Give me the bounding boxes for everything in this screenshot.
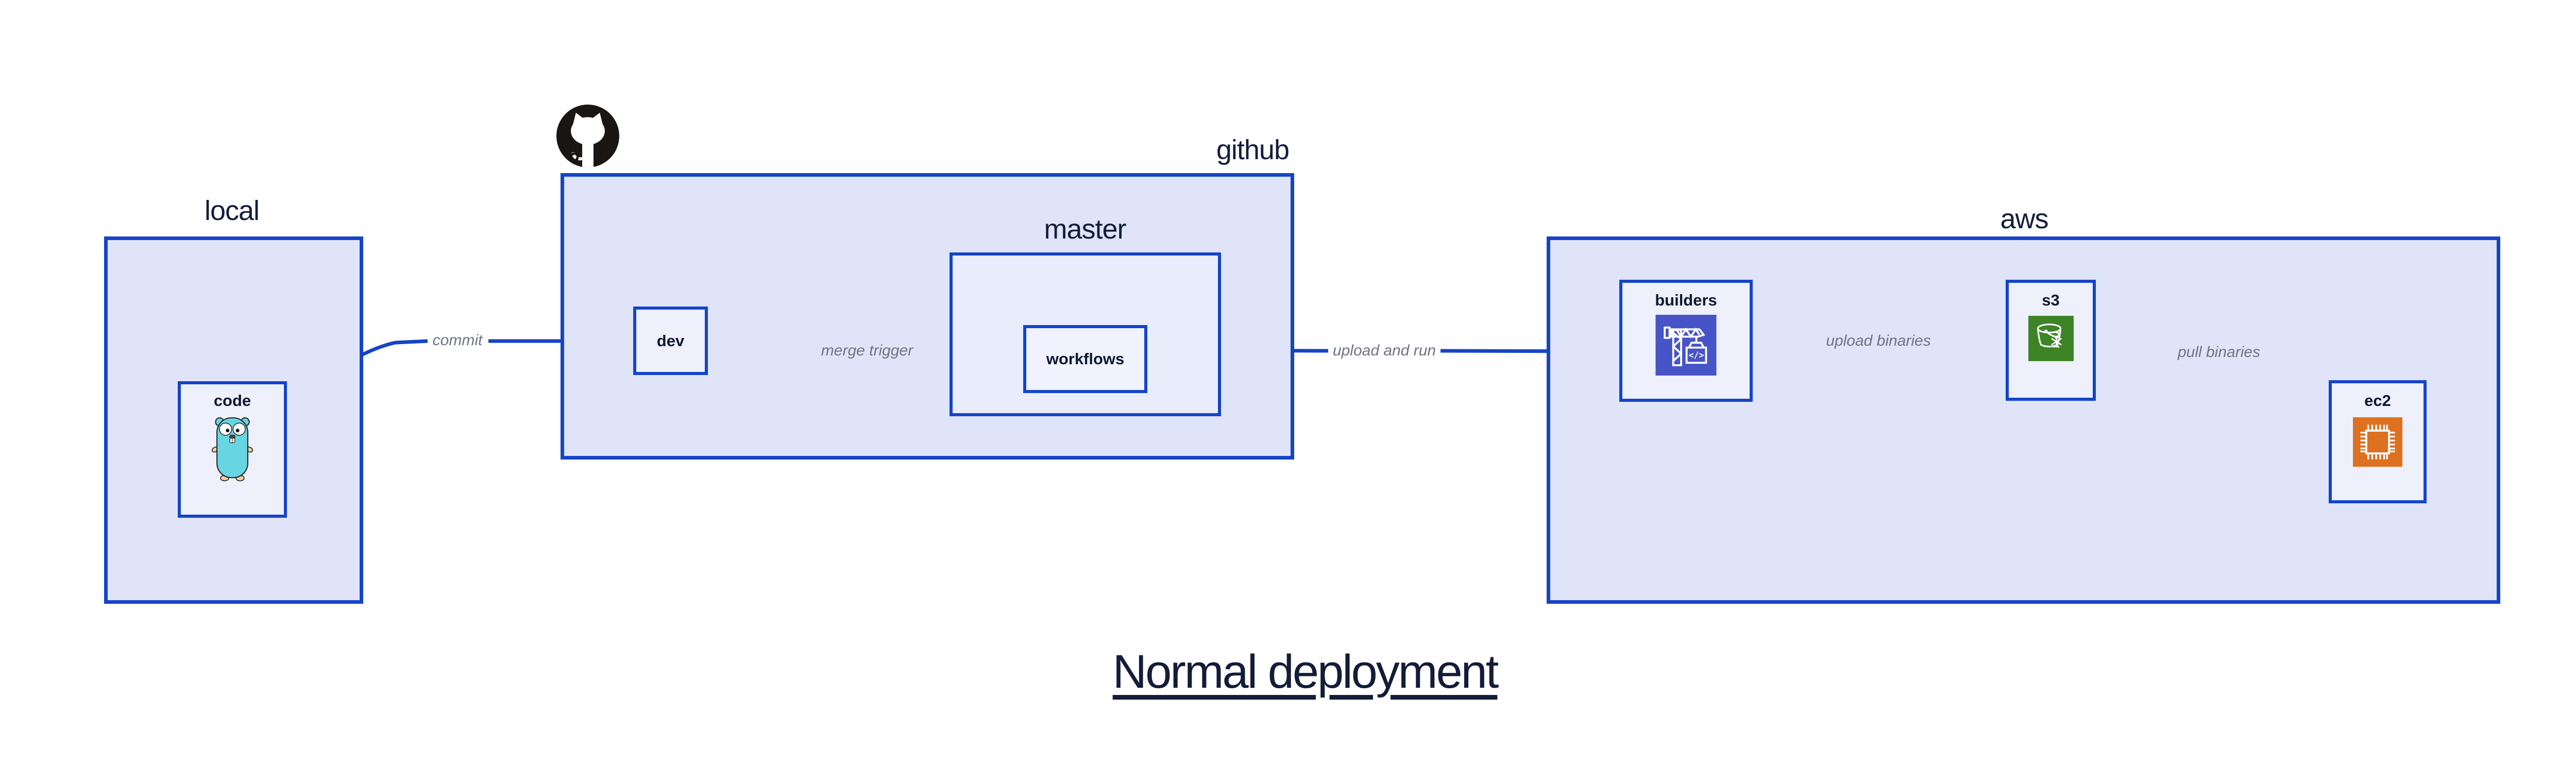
upload-and-run-edge-label: upload and run bbox=[1332, 342, 1436, 359]
workflows-node: workflows bbox=[1023, 325, 1147, 393]
s3-node-label: s3 bbox=[2042, 291, 2060, 309]
diagram-title: Normal deployment bbox=[1112, 646, 1499, 698]
octocat-icon bbox=[556, 105, 619, 167]
ec2-node-label: ec2 bbox=[2364, 392, 2391, 410]
code-node-label: code bbox=[213, 392, 251, 410]
workflows-node-label: workflows bbox=[1046, 350, 1125, 368]
master-group-label: master bbox=[1044, 214, 1126, 245]
builders-node: builders </> bbox=[1619, 280, 1753, 402]
local-group-label: local bbox=[204, 195, 260, 226]
dev-node: dev bbox=[633, 307, 708, 375]
code-node: code bbox=[178, 381, 287, 518]
dev-node-label: dev bbox=[656, 331, 685, 350]
merge-trigger-edge-label: merge trigger bbox=[821, 342, 913, 359]
s3-bucket-snowflake-icon bbox=[2028, 316, 2074, 361]
svg-text:</>: </> bbox=[1689, 350, 1704, 360]
commit-edge-label: commit bbox=[432, 332, 483, 349]
ec2-chip-icon bbox=[2353, 417, 2402, 467]
ec2-node: ec2 bbox=[2329, 380, 2427, 503]
s3-node: s3 bbox=[2006, 280, 2096, 401]
upload-binaries-edge-label: upload binaries bbox=[1826, 332, 1931, 349]
pull-binaries-edge-label: pull binaries bbox=[2177, 344, 2261, 361]
github-group-label: github bbox=[1216, 134, 1290, 165]
builders-node-label: builders bbox=[1655, 291, 1717, 309]
codebuild-crane-icon: </> bbox=[1655, 315, 1717, 376]
aws-group-label: aws bbox=[2000, 203, 2048, 234]
go-gopher-icon bbox=[211, 417, 253, 482]
